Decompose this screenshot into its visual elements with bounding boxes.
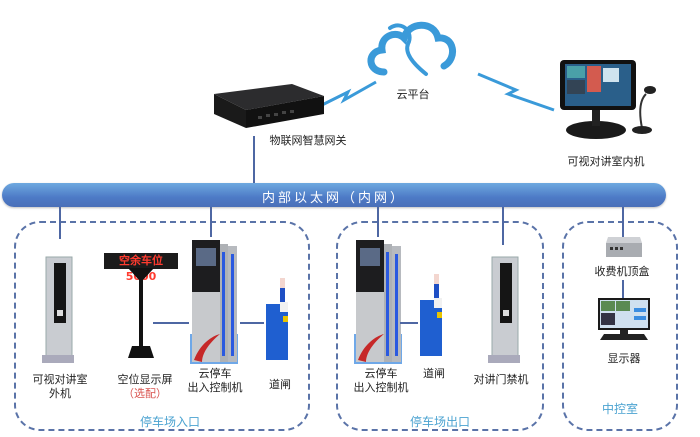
monitor-icon bbox=[598, 298, 650, 340]
device-label: 道闸 bbox=[423, 367, 445, 380]
device-label: 收费机顶盒 bbox=[594, 265, 650, 278]
vacancy-display-stand-icon bbox=[128, 268, 154, 358]
indoor-unit-label: 可视对讲室内机 bbox=[567, 155, 645, 168]
wireless-link-icon bbox=[477, 72, 555, 112]
zone-title: 停车场出口 bbox=[409, 415, 470, 429]
cloud-icon bbox=[367, 21, 456, 76]
zone-parking-exit bbox=[336, 221, 544, 431]
access-control-intercom-icon bbox=[488, 256, 520, 363]
zone-title: 停车场入口 bbox=[139, 415, 200, 429]
connector-line bbox=[400, 322, 418, 324]
parking-controller-icon bbox=[354, 240, 402, 364]
connector-line bbox=[622, 280, 624, 298]
zone-title: 中控室 bbox=[601, 402, 638, 416]
device-label: 可视对讲室 外机 bbox=[32, 373, 88, 400]
connector-line bbox=[502, 207, 504, 245]
indoor-monitor-icon bbox=[560, 60, 656, 139]
set-top-box-icon bbox=[606, 237, 642, 257]
device-label: 云停车 出入控制机 bbox=[187, 367, 243, 394]
device-label: 道闸 bbox=[269, 378, 291, 391]
connector-line bbox=[210, 207, 212, 237]
connector-line bbox=[153, 322, 189, 324]
ethernet-bus-label: 内部以太网（内网） bbox=[261, 191, 406, 206]
gateway-server-icon bbox=[214, 84, 324, 128]
connector-line bbox=[253, 136, 255, 183]
wireless-link-icon bbox=[319, 80, 377, 108]
device-label: 云停车 出入控制机 bbox=[353, 367, 409, 394]
vacancy-display-icon: 空余车位5000 bbox=[104, 253, 178, 283]
barrier-gate-icon bbox=[266, 278, 288, 360]
connector-line bbox=[59, 207, 61, 239]
connector-line bbox=[240, 322, 264, 324]
zone-control-room bbox=[562, 221, 678, 431]
barrier-gate-icon bbox=[420, 274, 442, 356]
zone-parking-entrance bbox=[14, 221, 310, 431]
connector-line bbox=[377, 207, 379, 237]
parking-controller-icon bbox=[190, 240, 238, 364]
device-label: 空位显示屏 （选配） bbox=[117, 373, 173, 400]
device-label: 对讲门禁机 bbox=[473, 373, 529, 386]
ethernet-bus: 内部以太网（内网） bbox=[2, 183, 666, 207]
gateway-label: 物联网智慧网关 bbox=[269, 134, 347, 147]
intercom-outdoor-unit-icon bbox=[42, 256, 74, 363]
connector-line bbox=[622, 207, 624, 237]
device-label: 显示器 bbox=[607, 352, 641, 365]
cloud-label: 云平台 bbox=[396, 88, 430, 101]
